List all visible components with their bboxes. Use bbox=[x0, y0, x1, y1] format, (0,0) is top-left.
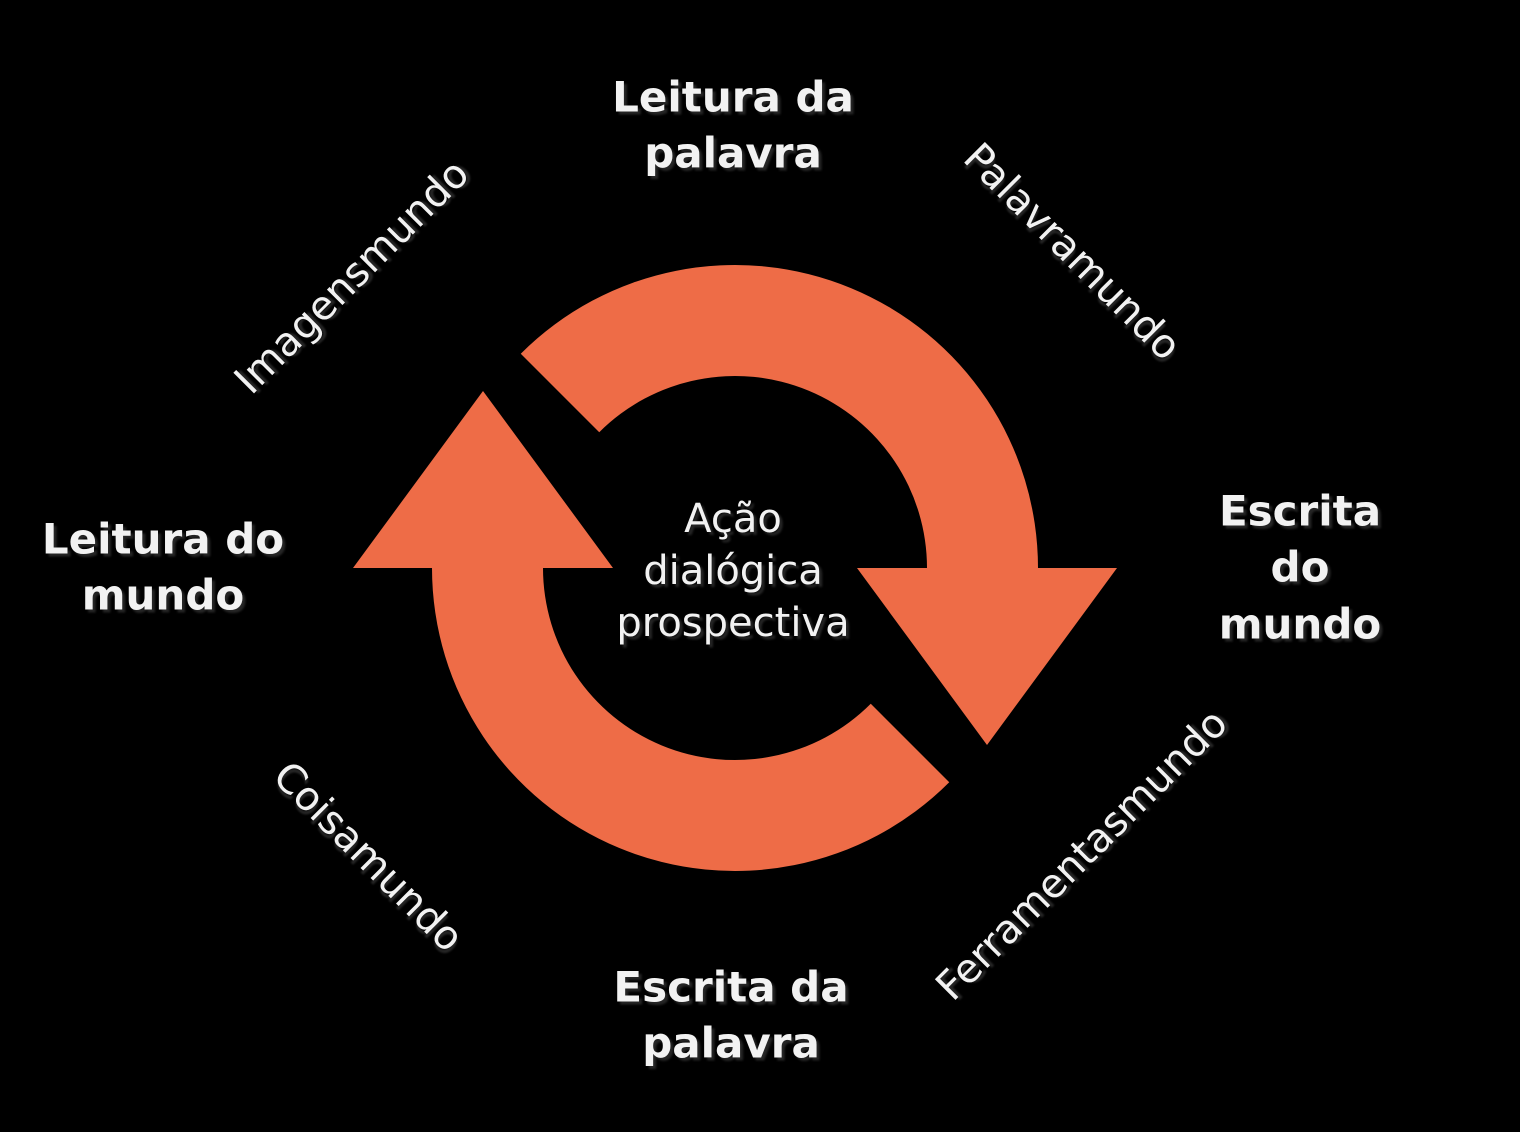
node-label-right: Escrita do mundo bbox=[1218, 486, 1382, 649]
node-label-top: Leitura da palavra bbox=[612, 72, 854, 178]
node-label-left: Leitura do mundo bbox=[41, 514, 285, 620]
center-label: Ação dialógica prospectiva bbox=[616, 496, 850, 646]
node-label-bottom: Escrita da palavra bbox=[613, 962, 849, 1068]
cycle-arrow-top-segment bbox=[520, 265, 1117, 745]
cycle-arrow-bottom-segment bbox=[353, 391, 950, 871]
